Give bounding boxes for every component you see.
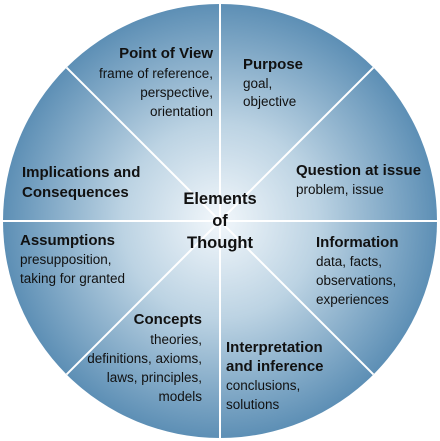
- segment-description: taking for granted: [20, 271, 125, 286]
- center-text-line: of: [212, 212, 228, 230]
- segment-title: Information: [316, 234, 399, 251]
- segment-assumptions: Assumptions presupposition, taking for g…: [20, 232, 125, 286]
- segment-title: Point of View: [119, 45, 213, 62]
- segment-implications-and-consequences: Implications and Consequences: [22, 164, 140, 201]
- segment-purpose: Purpose goal, objective: [243, 56, 303, 109]
- segment-description: definitions, axioms,: [87, 351, 202, 366]
- center-label: Elements of Thought: [183, 190, 256, 252]
- center-text-line: Thought: [187, 234, 253, 252]
- segment-title: Consequences: [22, 184, 129, 201]
- segment-dividers: [3, 4, 437, 438]
- center-text-line: Elements: [183, 190, 256, 208]
- segment-title: Assumptions: [20, 232, 115, 249]
- segment-description: conclusions,: [226, 378, 300, 393]
- segment-title: Interpretation: [226, 339, 323, 356]
- segment-divider-line: [65, 66, 221, 222]
- segment-title: Implications and: [22, 164, 140, 181]
- segment-title: Purpose: [243, 56, 303, 73]
- segment-description: data, facts,: [316, 254, 382, 269]
- segment-description: theories,: [150, 332, 202, 347]
- segment-question-at-issue: Question at issue problem, issue: [296, 162, 421, 197]
- segment-description: experiences: [316, 292, 389, 307]
- segment-interpretation-and-inference: Interpretation and inference conclusions…: [226, 339, 324, 412]
- segment-divider-line: [219, 220, 375, 376]
- segment-title: and inference: [226, 358, 324, 375]
- segment-information: Information data, facts, observations, e…: [316, 234, 399, 307]
- segment-title: Question at issue: [296, 162, 421, 179]
- segment-description: presupposition,: [20, 252, 112, 267]
- segment-description: laws, principles,: [107, 370, 202, 385]
- segment-title: Concepts: [134, 311, 202, 328]
- segment-description: observations,: [316, 273, 396, 288]
- segment-concepts: Concepts theories, definitions, axioms, …: [87, 311, 202, 404]
- segment-divider-line: [219, 66, 375, 222]
- segment-description: perspective,: [140, 85, 213, 100]
- segment-divider-line: [65, 220, 221, 376]
- segment-description: goal,: [243, 76, 272, 91]
- segment-description: solutions: [226, 397, 280, 412]
- segment-description: models: [158, 389, 202, 404]
- segment-description: problem, issue: [296, 182, 384, 197]
- segment-description: orientation: [150, 104, 213, 119]
- segment-description: frame of reference,: [99, 66, 213, 81]
- segment-point-of-view: Point of View frame of reference, perspe…: [99, 45, 213, 119]
- segment-description: objective: [243, 94, 296, 109]
